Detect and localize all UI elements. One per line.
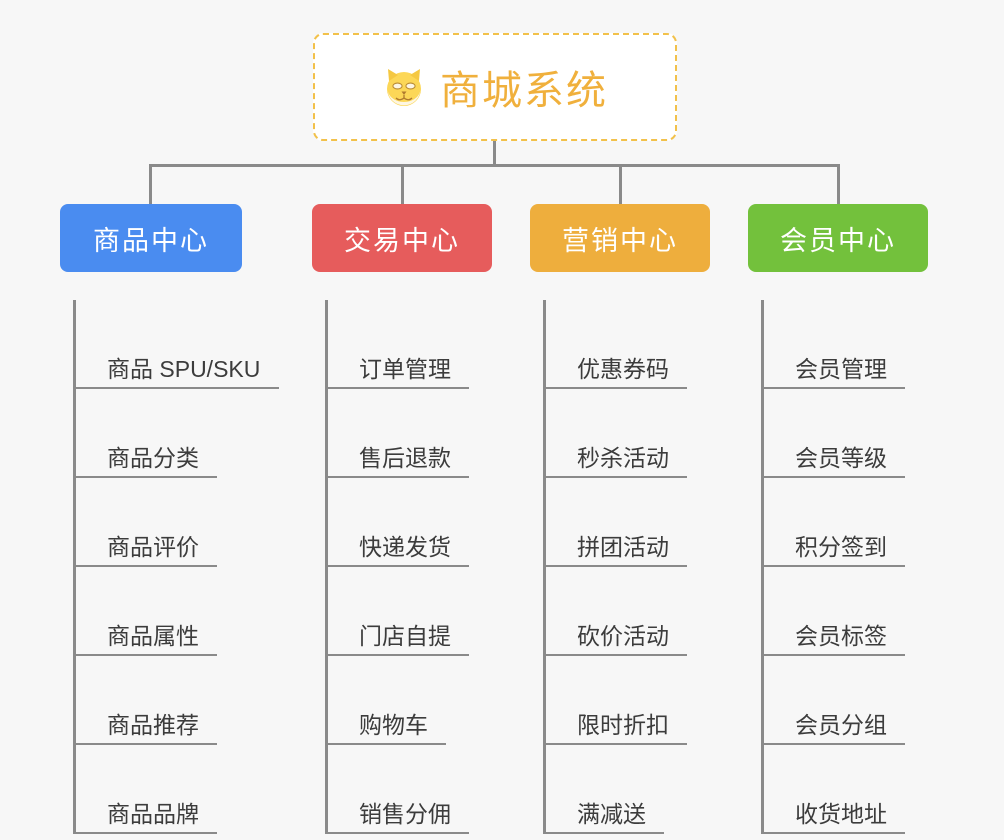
- leaf-item[interactable]: 砍价活动: [543, 567, 687, 656]
- leaf-label: 商品属性: [107, 623, 199, 649]
- category-label: 商品中心: [93, 225, 209, 256]
- leaf-area-marketing-center: 优惠券码 秒杀活动 拼团活动 砍价活动 限时折扣 满减送: [530, 300, 710, 834]
- leaf-item[interactable]: 商品 SPU/SKU: [73, 300, 279, 389]
- leaf-label: 拼团活动: [577, 534, 669, 560]
- leaf-item[interactable]: 商品品牌: [73, 745, 217, 834]
- trunk-line-product-center: [73, 300, 76, 834]
- category-label: 会员中心: [780, 225, 896, 256]
- trunk-line-trade-center: [325, 300, 328, 834]
- leaf-label: 商品 SPU/SKU: [107, 356, 261, 382]
- leaf-label: 砍价活动: [577, 623, 669, 649]
- leaf-item[interactable]: 购物车: [325, 656, 446, 745]
- leaf-label: 优惠券码: [577, 356, 669, 382]
- connector-drop-marketing-center: [619, 164, 622, 206]
- leaf-item[interactable]: 门店自提: [325, 567, 469, 656]
- column-product-center: 商品中心 商品 SPU/SKU 商品分类 商品评价 商品属性 商品推荐 商品品牌: [60, 204, 279, 834]
- trunk-line-member-center: [761, 300, 764, 834]
- column-marketing-center: 营销中心 优惠券码 秒杀活动 拼团活动 砍价活动 限时折扣 满减送: [530, 204, 710, 834]
- leaf-label: 购物车: [359, 712, 428, 738]
- category-header-trade-center[interactable]: 交易中心: [312, 204, 492, 272]
- category-header-product-center[interactable]: 商品中心: [60, 204, 242, 272]
- category-header-member-center[interactable]: 会员中心: [748, 204, 928, 272]
- trunk-line-marketing-center: [543, 300, 546, 834]
- leaf-item[interactable]: 商品评价: [73, 478, 217, 567]
- leaf-label: 会员标签: [795, 623, 887, 649]
- root-node[interactable]: 商城系统: [313, 33, 677, 141]
- leaf-item[interactable]: 快递发货: [325, 478, 469, 567]
- leaf-label: 会员分组: [795, 712, 887, 738]
- leaf-label: 商品品牌: [107, 801, 199, 827]
- connector-drop-product-center: [149, 164, 152, 206]
- leaf-label: 限时折扣: [577, 712, 669, 738]
- leaf-item[interactable]: 订单管理: [325, 300, 469, 389]
- leaf-item[interactable]: 商品推荐: [73, 656, 217, 745]
- leaf-item[interactable]: 满减送: [543, 745, 664, 834]
- column-member-center: 会员中心 会员管理 会员等级 积分签到 会员标签 会员分组 收货地址: [748, 204, 928, 834]
- category-label: 营销中心: [562, 225, 678, 256]
- leaf-item[interactable]: 收货地址: [761, 745, 905, 834]
- leaf-item[interactable]: 会员分组: [761, 656, 905, 745]
- leaf-item[interactable]: 限时折扣: [543, 656, 687, 745]
- leaf-label: 销售分佣: [359, 801, 451, 827]
- leaf-item[interactable]: 拼团活动: [543, 478, 687, 567]
- leaf-label: 满减送: [577, 801, 646, 827]
- connector-drop-trade-center: [401, 164, 404, 206]
- leaf-label: 售后退款: [359, 445, 451, 471]
- leaf-item[interactable]: 会员等级: [761, 389, 905, 478]
- connector-horizontal-bar: [149, 164, 840, 167]
- leaf-item[interactable]: 优惠券码: [543, 300, 687, 389]
- leaf-area-member-center: 会员管理 会员等级 积分签到 会员标签 会员分组 收货地址: [748, 300, 928, 834]
- leaf-item[interactable]: 商品属性: [73, 567, 217, 656]
- connector-drop-member-center: [837, 164, 840, 206]
- root-title: 商城系统: [440, 69, 608, 113]
- leaf-item[interactable]: 商品分类: [73, 389, 217, 478]
- leaf-area-product-center: 商品 SPU/SKU 商品分类 商品评价 商品属性 商品推荐 商品品牌: [60, 300, 279, 834]
- shiba-dog-face-icon: [382, 65, 426, 109]
- leaf-label: 商品评价: [107, 534, 199, 560]
- leaf-label: 秒杀活动: [577, 445, 669, 471]
- leaf-item[interactable]: 销售分佣: [325, 745, 469, 834]
- leaf-item[interactable]: 会员标签: [761, 567, 905, 656]
- connector-root-stem: [493, 141, 496, 166]
- column-trade-center: 交易中心 订单管理 售后退款 快递发货 门店自提 购物车 销售分佣: [312, 204, 492, 834]
- leaf-label: 会员管理: [795, 356, 887, 382]
- leaf-item[interactable]: 积分签到: [761, 478, 905, 567]
- leaf-label: 会员等级: [795, 445, 887, 471]
- leaf-label: 快递发货: [359, 534, 451, 560]
- category-label: 交易中心: [344, 225, 460, 256]
- leaf-item[interactable]: 秒杀活动: [543, 389, 687, 478]
- leaf-label: 订单管理: [359, 356, 451, 382]
- leaf-item[interactable]: 会员管理: [761, 300, 905, 389]
- leaf-label: 商品分类: [107, 445, 199, 471]
- leaf-label: 收货地址: [795, 801, 887, 827]
- leaf-area-trade-center: 订单管理 售后退款 快递发货 门店自提 购物车 销售分佣: [312, 300, 492, 834]
- leaf-label: 商品推荐: [107, 712, 199, 738]
- category-header-marketing-center[interactable]: 营销中心: [530, 204, 710, 272]
- leaf-label: 积分签到: [795, 534, 887, 560]
- leaf-label: 门店自提: [359, 623, 451, 649]
- leaf-item[interactable]: 售后退款: [325, 389, 469, 478]
